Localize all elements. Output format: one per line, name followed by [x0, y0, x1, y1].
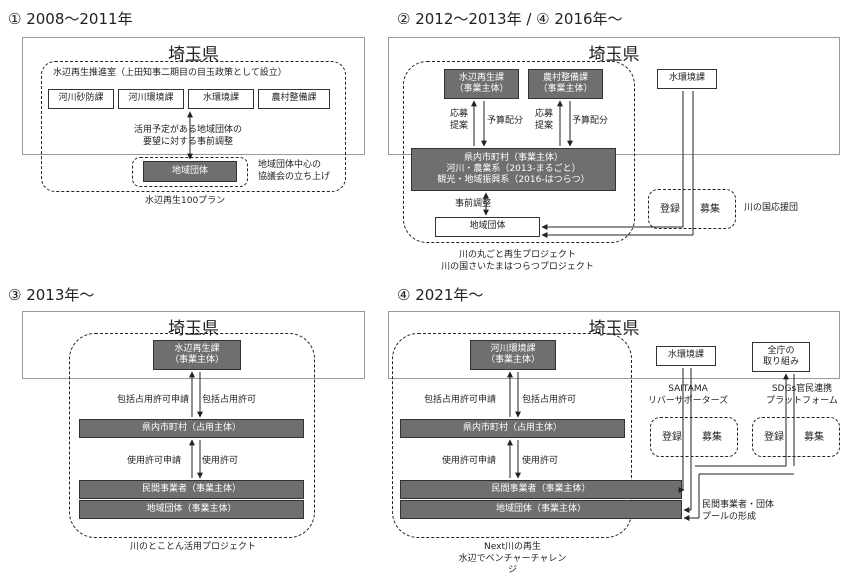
- s4-recruit-label-2: 募集: [804, 432, 824, 443]
- s4-prefecture-label: 埼玉県: [588, 319, 640, 339]
- s3-title: ③ 2013年〜: [8, 286, 95, 304]
- s4-sdgs-label: SDGs官民連携 プラットフォーム: [766, 384, 838, 406]
- s2-dept-1: 水辺再生課 （事業主体）: [444, 69, 519, 99]
- s3-caption: 川のとことん活用プロジェクト: [130, 542, 257, 552]
- s2-org-box: 地域団体: [435, 217, 540, 237]
- s3-use-request: 使用許可申請: [127, 456, 182, 466]
- s2-prefecture-label: 埼玉県: [588, 45, 640, 65]
- s2-prior-adjust-label: 事前調整: [455, 199, 492, 209]
- s1-adjust-label: 活用予定がある地域団体の 要望に対する事前調整: [133, 125, 242, 147]
- s4-org-box: 地域団体（事業主体）: [400, 500, 682, 519]
- s1-prefecture-label: 埼玉県: [168, 45, 219, 65]
- s4-dashed-group: [392, 333, 632, 538]
- s3-use-permit: 使用許可: [202, 456, 239, 466]
- s4-occupancy-permit: 包括占用許可: [522, 395, 577, 405]
- s3-prefecture-label: 埼玉県: [168, 319, 219, 339]
- s4-occupancy-request: 包括占用許可申請: [424, 395, 497, 405]
- s2-env-dept: 水環境課: [657, 69, 717, 89]
- s1-council-label: 地域団体中心の 協議会の立ち上げ: [258, 160, 331, 182]
- s4-env-dept: 水環境課: [656, 346, 716, 366]
- s4-caption: Next川の再生 水辺でベンチャーチャレンジ: [458, 542, 567, 576]
- s3-municipality-box: 県内市町村（占用主体）: [79, 419, 304, 438]
- s1-promotion-office: 水辺再生推進室（上田知事二期目の目玉政策として設立）: [53, 68, 287, 78]
- s2-caption: 川の丸ごと再生プロジェクト 川の国さいたまはつらつプロジェクト: [441, 250, 594, 272]
- s2-budget-label-1: 予算配分: [487, 116, 524, 126]
- s2-apply-label-1: 応募 提案: [450, 109, 469, 131]
- s4-recruit-label-1: 募集: [702, 432, 722, 443]
- s4-register-label-1: 登録: [662, 432, 682, 443]
- s1-title: ① 2008〜2011年: [8, 10, 133, 28]
- s4-sdgs-dashed: [752, 417, 840, 457]
- s4-dept-box: 河川環境課 （事業主体）: [470, 340, 556, 370]
- s1-dept-3: 水環境課: [188, 89, 254, 109]
- s4-register-label-2: 登録: [764, 432, 784, 443]
- s4-use-permit: 使用許可: [522, 456, 559, 466]
- s2-supporters-dashed: [648, 189, 736, 229]
- s3-occupancy-permit: 包括占用許可: [202, 395, 257, 405]
- s1-dept-4: 農村整備課: [258, 89, 330, 109]
- s2-municipality-box: 県内市町村（事業主体） 河川・農業系（2013-まるごと） 観光・地域振興系（2…: [411, 148, 616, 191]
- s1-dept-2: 河川環境課: [118, 89, 184, 109]
- s4-business-box: 民間事業者（事業主体）: [400, 480, 682, 499]
- s3-org-box: 地域団体（事業主体）: [79, 500, 304, 519]
- s1-dept-1: 河川砂防課: [48, 89, 114, 109]
- s2-supporters-label: 川の国応援団: [744, 203, 799, 213]
- s4-use-request: 使用許可申請: [442, 456, 497, 466]
- s3-business-box: 民間事業者（事業主体）: [79, 480, 304, 499]
- s4-saitama-dashed: [650, 417, 738, 457]
- s4-title: ④ 2021年〜: [397, 286, 484, 304]
- s2-register-label: 登録: [660, 204, 680, 215]
- s3-dept-box: 水辺再生課 （事業主体）: [153, 340, 241, 370]
- s2-dept-2: 農村整備課 （事業主体）: [528, 69, 603, 99]
- s2-dashed-group: [403, 61, 635, 243]
- s4-pool-label: 民間事業者・団体 プールの形成: [702, 500, 775, 522]
- s1-dashed-group: [41, 61, 346, 192]
- s4-saitama-label: SAITAMA リバーサポーターズ: [647, 384, 729, 406]
- s4-all-dept: 全庁の 取り組み: [752, 342, 810, 372]
- s2-apply-label-2: 応募 提案: [535, 109, 554, 131]
- s3-dashed-group: [69, 333, 315, 538]
- s2-recruit-label: 募集: [700, 204, 720, 215]
- s1-org-box: 地域団体: [143, 161, 237, 182]
- s2-budget-label-2: 予算配分: [572, 116, 609, 126]
- s3-occupancy-request: 包括占用許可申請: [117, 395, 190, 405]
- s4-municipality-box: 県内市町村（占用主体）: [400, 419, 625, 438]
- s1-caption: 水辺再生100プラン: [145, 196, 226, 206]
- s2-title: ② 2012〜2013年 / ④ 2016年〜: [397, 10, 623, 28]
